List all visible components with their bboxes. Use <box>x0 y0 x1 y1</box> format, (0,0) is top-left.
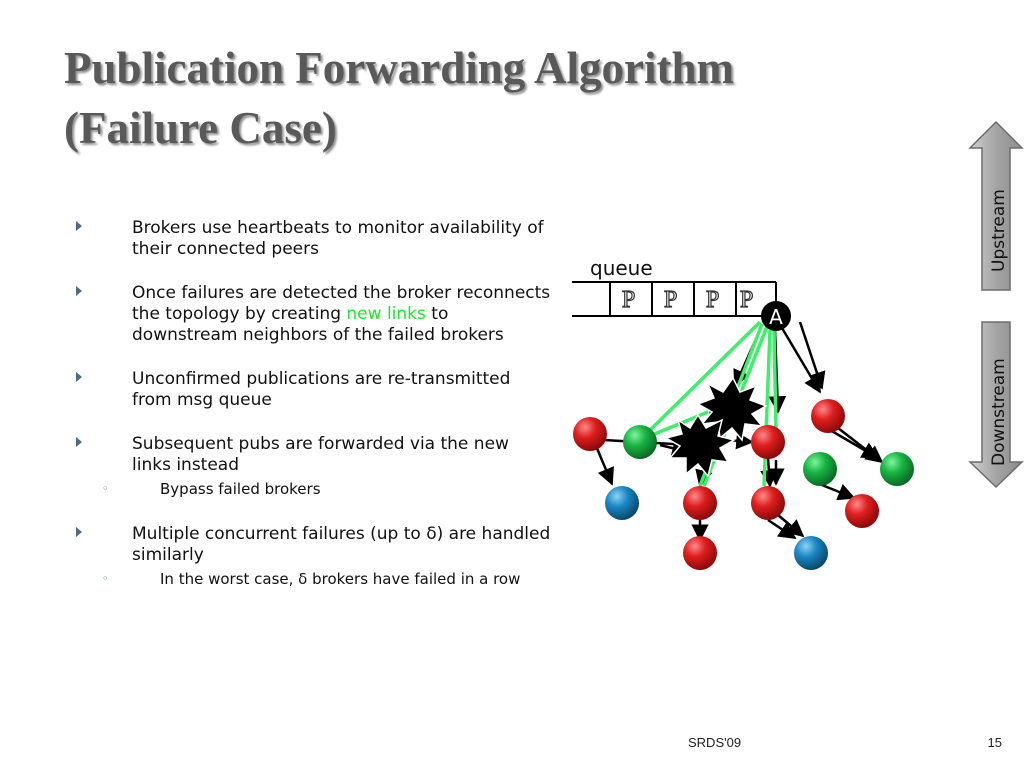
broker-node-blue <box>605 486 639 520</box>
broker-node-red <box>751 486 785 520</box>
broker-node-green <box>803 452 837 486</box>
upstream-label: Upstream <box>989 189 1009 272</box>
queue-publication: P <box>622 287 635 313</box>
slide-title: Publication Forwarding Algorithm (Failur… <box>64 38 944 158</box>
bullet-item: Multiple concurrent failures (up to δ) a… <box>72 524 552 566</box>
sub-bullet-circle-icon: ◦ <box>102 572 109 585</box>
bullet-arrow-icon <box>76 437 82 447</box>
bullet-arrow-icon <box>76 372 82 382</box>
bullet-text: Multiple concurrent failures (up to δ) a… <box>132 524 551 565</box>
broker-node-green <box>623 425 657 459</box>
bullet-text: Brokers use heartbeats to monitor availa… <box>132 218 544 259</box>
slide-number: 15 <box>987 735 1002 750</box>
bullet-item: Brokers use heartbeats to monitor availa… <box>72 218 552 260</box>
queue-label: queue <box>590 256 653 280</box>
bullet-item: Unconfirmed publications are re-transmit… <box>72 369 552 411</box>
failed-broker-icon <box>696 376 768 442</box>
broker-node-green <box>880 452 914 486</box>
broker-node-blue <box>794 536 828 570</box>
bullet-text: Once failures are detected the broker re… <box>132 283 552 346</box>
bullet-text: Subsequent pubs are forwarded via the ne… <box>132 434 509 475</box>
bullet-item: Subsequent pubs are forwarded via the ne… <box>72 434 552 476</box>
message-queue <box>572 281 777 317</box>
bullet-text: Unconfirmed publications are re-transmit… <box>132 369 511 410</box>
broker-node-red <box>811 399 845 433</box>
broker-nodes <box>573 399 914 570</box>
new-links-highlight: new links <box>346 304 426 324</box>
bullet-arrow-icon <box>76 527 82 537</box>
queue-publication: P <box>706 287 719 313</box>
bullet-text-part: Once failures are detected the broker re… <box>132 283 551 324</box>
bullet-text-part: to downstream neighbors of the failed br… <box>132 304 504 345</box>
sub-bullet-item: ◦ In the worst case, δ brokers have fail… <box>72 570 552 588</box>
failed-broker-icon <box>664 413 736 478</box>
bullet-list: Brokers use heartbeats to monitor availa… <box>72 218 552 614</box>
broker-a-label: A <box>769 305 783 329</box>
queue-publication: P <box>664 287 677 313</box>
upstream-arrow: Upstream <box>968 120 1024 291</box>
sub-bullet-text: Bypass failed brokers <box>160 480 321 498</box>
sub-bullet-item: ◦ Bypass failed brokers <box>72 480 552 498</box>
broker-node-red <box>683 486 717 520</box>
bullet-item: Once failures are detected the broker re… <box>72 283 552 346</box>
sub-bullet-text: In the worst case, δ brokers have failed… <box>160 570 521 588</box>
title-line-1: Publication Forwarding Algorithm <box>64 43 735 93</box>
downstream-label: Downstream <box>989 358 1009 466</box>
broker-topology-diagram: Upstream Downstream queue P P P P <box>572 120 1024 570</box>
bullet-arrow-icon <box>76 221 82 231</box>
broker-node-red <box>751 425 785 459</box>
footer-conference: SRDS'09 <box>688 735 742 750</box>
downstream-arrow: Downstream <box>968 321 1024 489</box>
bullet-arrow-icon <box>76 286 82 296</box>
sub-bullet-circle-icon: ◦ <box>102 482 109 495</box>
broker-node-red <box>573 417 607 451</box>
broker-a: A <box>761 301 791 331</box>
broker-node-red <box>683 536 717 570</box>
title-line-2: (Failure Case) <box>64 103 337 153</box>
broker-node-red <box>845 494 879 528</box>
queue-publication: P <box>740 287 753 313</box>
